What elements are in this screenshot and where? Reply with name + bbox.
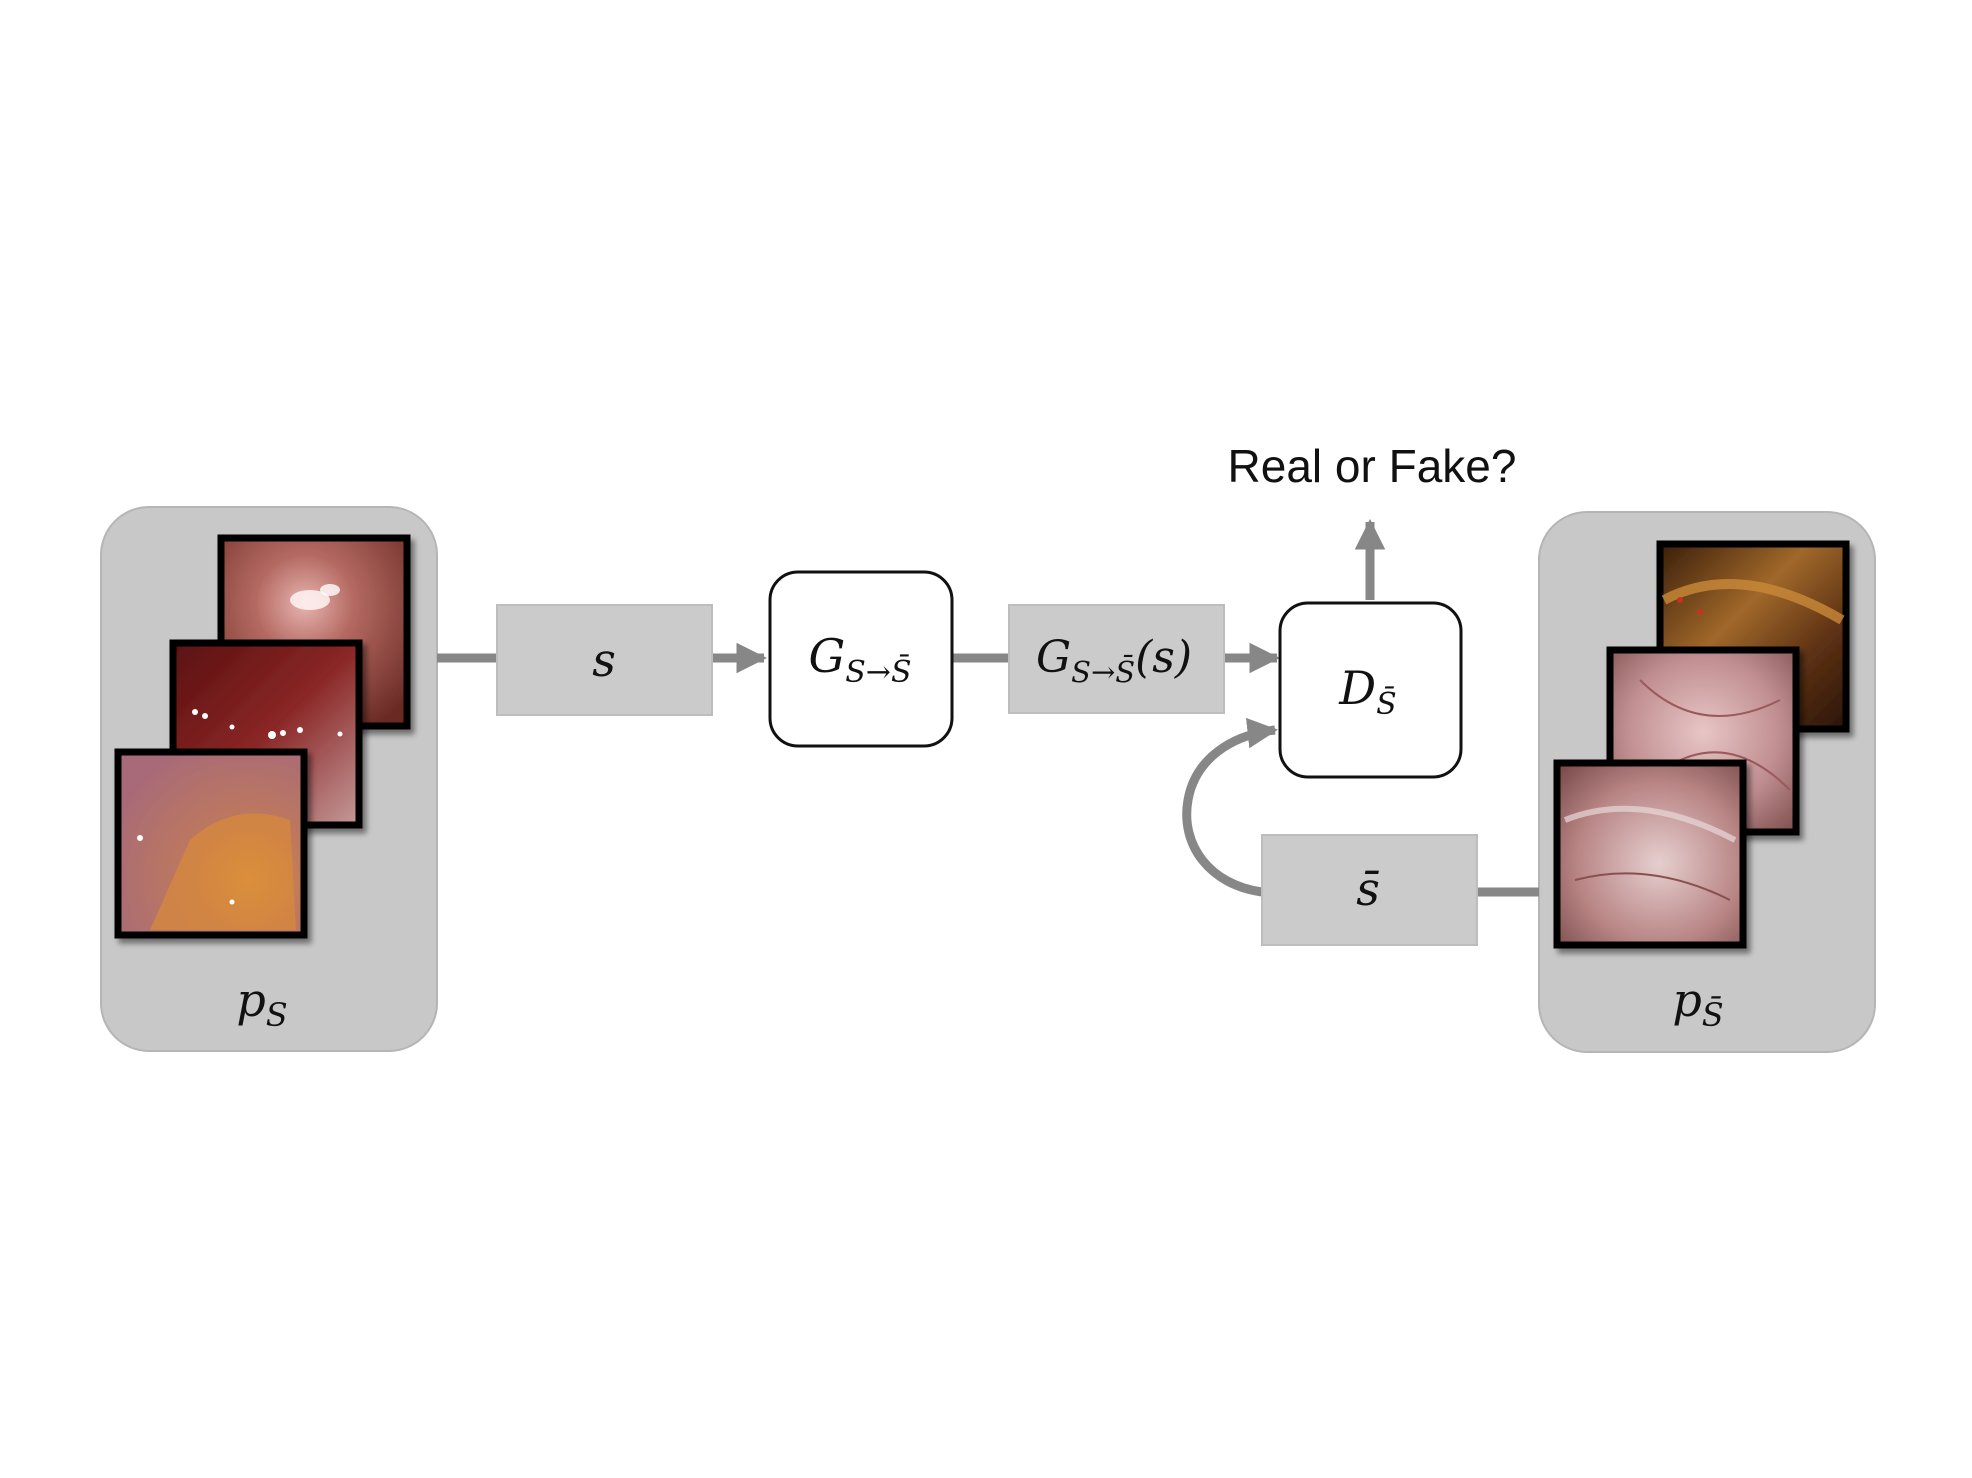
discriminator-label: DS̄ xyxy=(1338,661,1396,722)
input-sample-box: s xyxy=(496,604,713,716)
target-distribution-panel: pS̄ xyxy=(1538,511,1876,1053)
source-distribution-label: pS xyxy=(236,973,287,1034)
connectors xyxy=(437,518,1539,897)
source-distribution-panel: pS xyxy=(100,506,438,1052)
generated-sample-box: GS→S̄(s) xyxy=(1008,604,1225,714)
source-image-tile-3 xyxy=(114,748,308,939)
generated-sample-label: GS→S̄(s) xyxy=(1036,632,1192,689)
discriminator-box: DS̄ xyxy=(1278,601,1463,779)
real-sample-label: s̄ xyxy=(1356,862,1380,916)
input-sample-label: s xyxy=(592,633,616,687)
arrow-real-sample-to-discriminator xyxy=(1182,717,1279,897)
target-distribution-label: pS̄ xyxy=(1672,973,1723,1034)
generator-label: GS→S̄ xyxy=(809,629,912,690)
target-image-tile-3 xyxy=(1553,759,1747,949)
real-or-fake-question: Real or Fake? xyxy=(1228,440,1517,492)
generator-box: GS→S̄ xyxy=(768,570,954,748)
real-sample-box: s̄ xyxy=(1261,834,1478,946)
